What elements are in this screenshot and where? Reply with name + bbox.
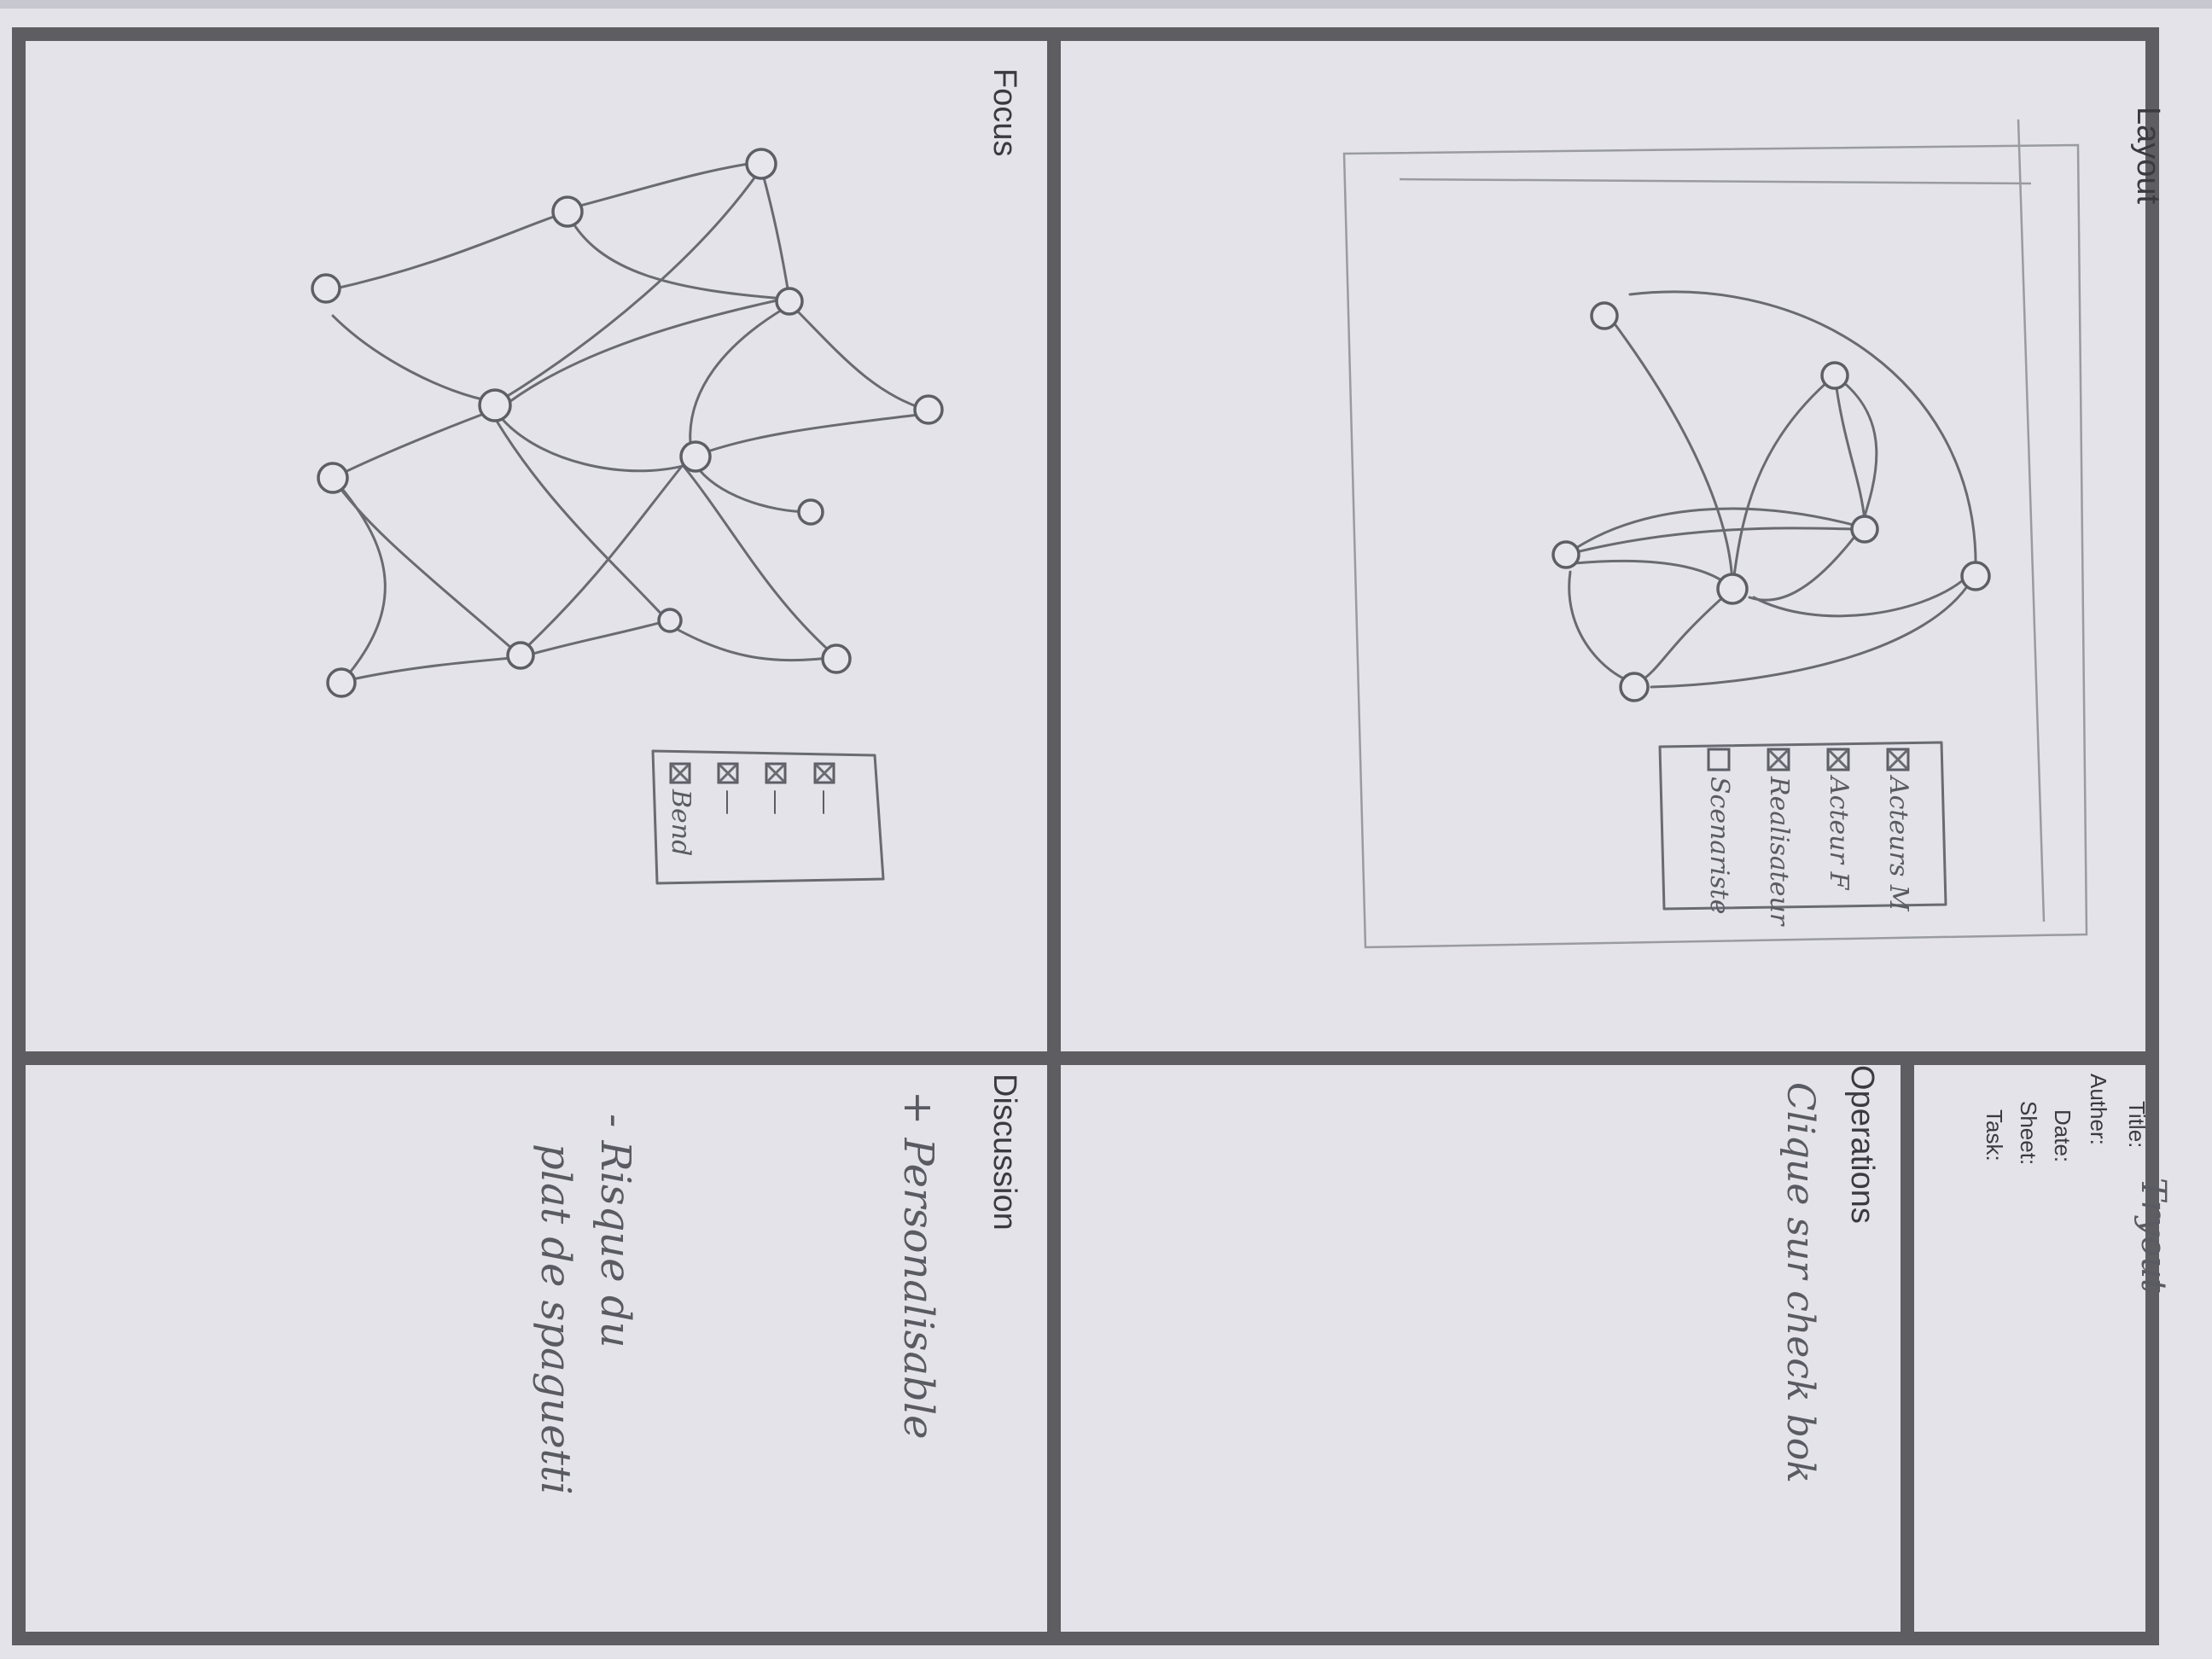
legend-item-label: Acteur F — [1824, 774, 1854, 890]
focus-node — [797, 498, 824, 526]
focus-node — [679, 440, 712, 473]
focus-legend-item[interactable]: Bend — [666, 762, 696, 856]
focus-node — [478, 388, 512, 422]
focus-heading: Focus — [987, 68, 1022, 156]
focus-node — [775, 287, 804, 316]
layout-node — [1619, 672, 1650, 702]
layout-heading: Layout — [2130, 107, 2166, 205]
checkbox-checked[interactable] — [1886, 748, 1910, 771]
layout-node — [1960, 561, 1991, 591]
focus-node — [745, 148, 777, 180]
discussion-pro: + Personalisable — [894, 1091, 942, 1439]
focus-node — [506, 641, 535, 670]
discussion-con-line2: plat de spaguetti — [532, 1144, 579, 1495]
discussion-heading: Discussion — [987, 1074, 1022, 1231]
focus-node — [551, 195, 584, 228]
checkbox-checked[interactable] — [765, 762, 787, 784]
focus-node — [317, 462, 349, 494]
legend-item-label: Acteurs M — [1883, 774, 1913, 912]
focus-node — [326, 667, 357, 698]
focus-node — [821, 643, 852, 674]
checkbox-checked[interactable] — [1767, 748, 1790, 771]
focus-legend-item-label: Bend — [666, 789, 696, 856]
focus-legend: — — — Bend — [651, 749, 885, 885]
layout-node — [1850, 515, 1879, 544]
legend-item-scenariste[interactable]: Scenariste — [1704, 748, 1734, 914]
layout-network-nodes — [1551, 301, 1991, 702]
checkbox-unchecked[interactable] — [1707, 748, 1731, 771]
checkbox-checked[interactable] — [717, 762, 739, 784]
layout-node — [1590, 301, 1619, 330]
operations-note: Clique sur check bok — [1778, 1082, 1822, 1483]
sheet-label: Sheet: — [2016, 1101, 2041, 1165]
focus-legend-item[interactable]: — — [761, 762, 791, 815]
focus-sketch: — — — Bend — [311, 148, 944, 885]
checkbox-checked[interactable] — [1826, 748, 1850, 771]
focus-node — [311, 273, 341, 304]
date-label: Date: — [2050, 1109, 2075, 1162]
focus-network-nodes — [311, 148, 944, 698]
focus-legend-item[interactable]: — — [810, 762, 840, 815]
layout-network-edges — [1564, 290, 1977, 689]
layout-node — [1820, 361, 1849, 390]
sheet-background — [0, 9, 2212, 1659]
focus-node — [657, 608, 683, 633]
layout-node — [1716, 573, 1749, 605]
focus-legend-item-label: — — [761, 789, 791, 815]
operations-heading: Operations — [1844, 1065, 1880, 1224]
layout-legend: Acteurs M Acteur F Realisateur Scenarist… — [1658, 741, 1947, 927]
legend-item-acteur-f[interactable]: Acteur F — [1824, 748, 1854, 890]
title-value: Tryout — [2133, 1178, 2173, 1293]
focus-legend-item-label: — — [810, 789, 840, 815]
layout-canvas-border — [1342, 143, 2088, 949]
checkbox-checked[interactable] — [669, 762, 691, 784]
legend-item-acteurs-m[interactable]: Acteurs M — [1883, 748, 1913, 912]
focus-network-edges — [327, 160, 928, 684]
legend-item-label: Realisateur — [1764, 776, 1794, 927]
layout-sketch: Acteurs M Acteur F Realisateur Scenarist… — [1342, 119, 2088, 949]
layout-node — [1551, 540, 1580, 569]
checkbox-checked[interactable] — [813, 762, 835, 784]
sheet-frame — [12, 27, 2159, 1645]
meta-fields: Title: Auther: Date: Sheet: Task: Tryout — [1982, 1074, 2173, 1293]
legend-item-realisateur[interactable]: Realisateur — [1764, 748, 1794, 927]
legend-item-label: Scenariste — [1704, 777, 1734, 914]
task-label: Task: — [1982, 1109, 2007, 1161]
focus-node — [913, 394, 944, 425]
discussion-con-line1: - Risque du — [591, 1114, 639, 1348]
author-label: Auther: — [2086, 1074, 2111, 1145]
focus-legend-item[interactable]: — — [713, 762, 743, 815]
focus-legend-item-label: — — [713, 789, 743, 815]
title-label: Title: — [2124, 1101, 2150, 1148]
